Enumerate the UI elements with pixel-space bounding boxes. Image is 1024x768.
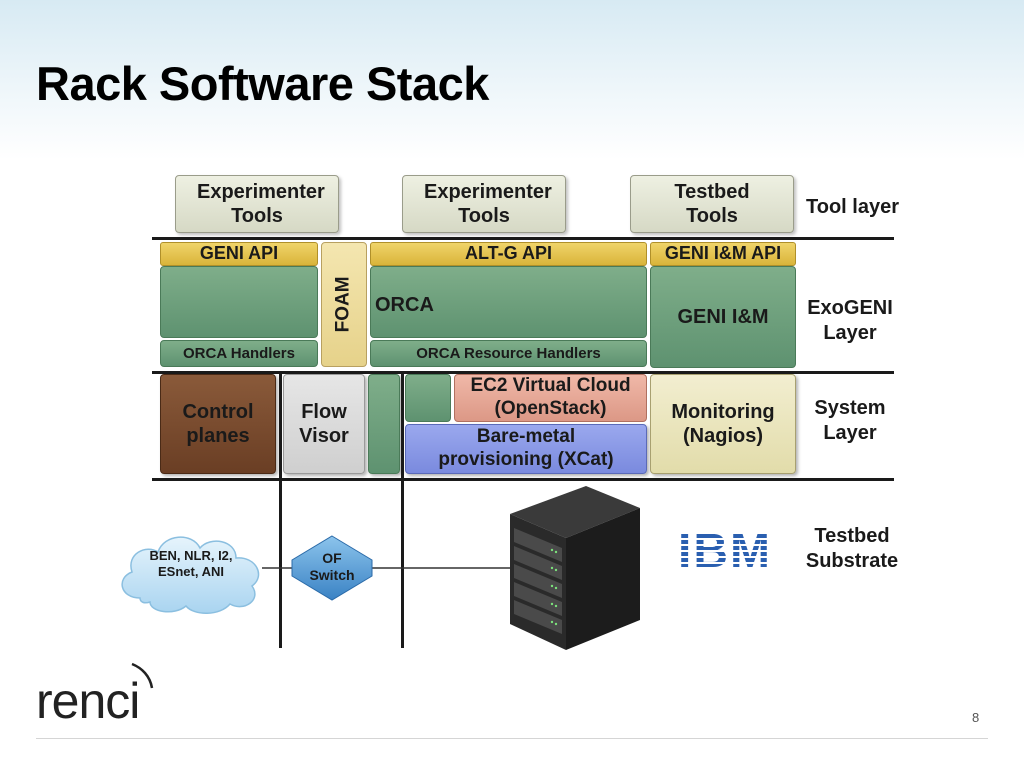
tool-layer-label: Tool layer [806, 196, 899, 218]
orca-handlers-box: ORCA Handlers [160, 340, 318, 367]
divider-line-3 [152, 478, 894, 481]
monitoring-label: Monitoring (Nagios) [671, 401, 775, 447]
control-planes-label: Control planes [182, 401, 254, 447]
network-cloud-icon [121, 536, 260, 614]
orca-handlers-label: ORCA Handlers [183, 344, 295, 362]
foam-label: FOAM [332, 276, 354, 333]
experimenter-tools-label-2: Experimenter Tools [424, 181, 552, 227]
vertical-line-right [401, 372, 404, 648]
geni-im-label: GENI I&M [677, 306, 769, 328]
ibm-logo: IBM [678, 525, 772, 578]
geni-api-label: GENI API [199, 243, 279, 264]
experimenter-tools-box-1: Experimenter Tools [175, 175, 339, 233]
page-number: 8 [972, 710, 980, 725]
orca-resource-handlers-label: ORCA Resource Handlers [416, 344, 601, 362]
system-green-small [405, 374, 451, 422]
network-cloud-label: BEN, NLR, I2, ESnet, ANI [149, 548, 233, 579]
control-planes-box: Control planes [160, 374, 276, 474]
footer-divider [36, 738, 988, 739]
of-switch-label: OF Switch [309, 550, 355, 583]
experimenter-tools-box-2: Experimenter Tools [402, 175, 566, 233]
header-background [0, 0, 1024, 160]
geni-im-box: GENI I&M [650, 266, 796, 368]
renci-logo-swoosh [131, 662, 154, 689]
testbed-substrate-label: Testbed Substrate [805, 525, 899, 572]
server-rack-icon [510, 486, 640, 650]
foam-box: FOAM [321, 242, 367, 367]
testbed-tools-label: Testbed Tools [674, 181, 750, 227]
bare-metal-box: Bare-metal provisioning (XCat) [405, 424, 647, 474]
altg-api-label: ALT-G API [465, 243, 552, 264]
ec2-virtual-cloud-label: EC2 Virtual Cloud (OpenStack) [470, 375, 631, 419]
ec2-virtual-cloud-box: EC2 Virtual Cloud (OpenStack) [454, 374, 647, 422]
orca-box: ORCA [370, 266, 647, 338]
renci-logo: renci [36, 673, 140, 729]
slide-title: Rack Software Stack [36, 57, 489, 110]
orca-label: ORCA [375, 294, 434, 316]
system-green-column [368, 374, 400, 474]
bare-metal-label: Bare-metal provisioning (XCat) [438, 426, 614, 470]
testbed-tools-box: Testbed Tools [630, 175, 794, 233]
flow-visor-label: Flow Visor [299, 401, 349, 447]
altg-api-bar: ALT-G API [370, 242, 647, 266]
of-switch-icon [291, 535, 373, 601]
orca-left-block [160, 266, 318, 338]
system-layer-label: System Layer [814, 397, 886, 444]
geni-api-bar: GENI API [160, 242, 318, 266]
divider-line-1 [152, 237, 894, 240]
orca-resource-handlers-box: ORCA Resource Handlers [370, 340, 647, 367]
divider-line-2 [152, 371, 894, 374]
monitoring-box: Monitoring (Nagios) [650, 374, 796, 474]
vertical-line-left [279, 372, 282, 648]
flow-visor-box: Flow Visor [283, 374, 365, 474]
geni-im-api-bar: GENI I&M API [650, 242, 796, 266]
geni-im-api-label: GENI I&M API [664, 243, 782, 264]
exogeni-layer-label: ExoGENI Layer [807, 297, 893, 344]
experimenter-tools-label-1: Experimenter Tools [197, 181, 325, 227]
